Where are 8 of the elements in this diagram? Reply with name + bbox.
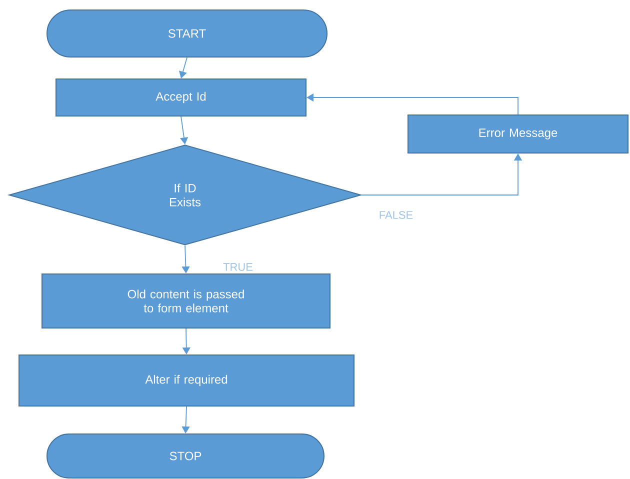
process-box: Error Message <box>408 114 628 154</box>
edge-label: TRUE <box>223 263 252 271</box>
edge-label: FALSE <box>380 211 413 219</box>
process-box: Alter if required <box>18 354 354 406</box>
process-box: Old content is passed to form element <box>42 274 330 328</box>
terminal-oval: STOP <box>46 434 324 478</box>
process-box: Accept Id <box>56 78 306 116</box>
arrow <box>182 406 190 434</box>
